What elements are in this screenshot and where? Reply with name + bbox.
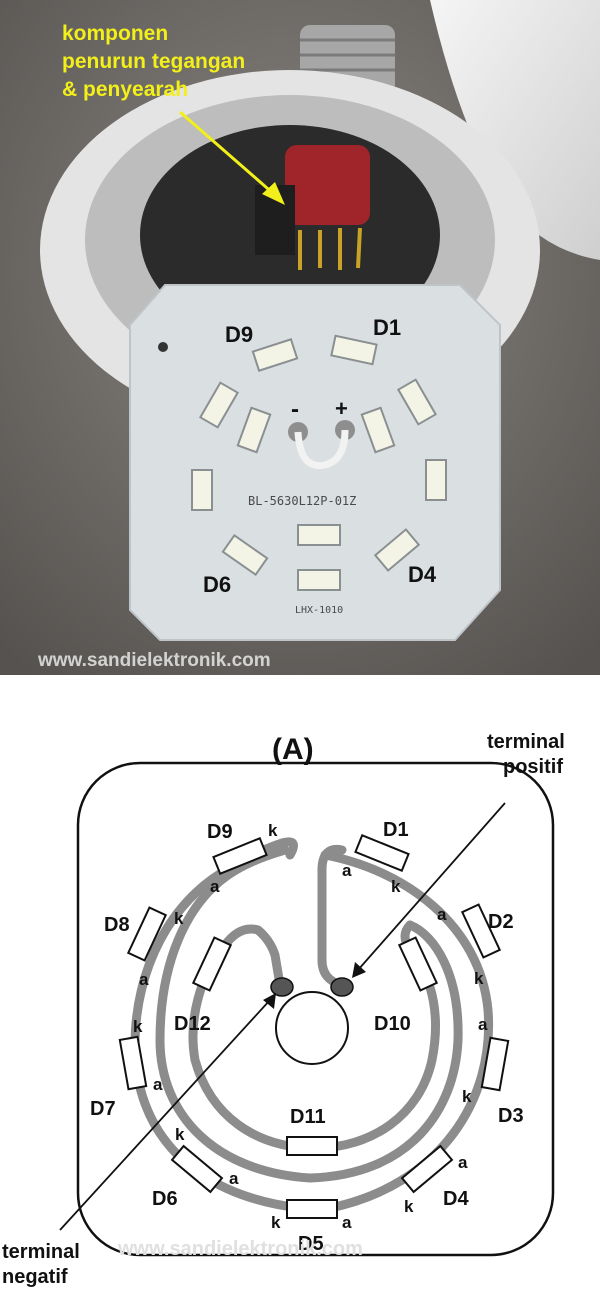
terminal-positive-line-2: positif (503, 756, 563, 778)
photo-label-d1: D1 (373, 315, 401, 340)
label-d7: D7 (90, 1098, 116, 1120)
led-bulb-photo: D9 D1 D6 D4 - + BL-5630L12P-01Z LHX-1010… (0, 0, 600, 675)
d9-anode: a (210, 877, 220, 896)
d6-anode: a (229, 1169, 239, 1188)
d4-cathode: k (404, 1197, 414, 1216)
label-d4: D4 (443, 1188, 469, 1210)
d1-anode: a (342, 861, 352, 880)
smd-leds (191, 334, 447, 591)
bulb-dome (430, 0, 600, 260)
d4-anode: a (458, 1153, 468, 1172)
d6-cathode: k (175, 1125, 185, 1144)
label-d2: D2 (488, 911, 514, 933)
label-d11: D11 (290, 1106, 326, 1128)
d9-cathode: k (268, 821, 278, 840)
negative-pointer-line (59, 999, 271, 1231)
label-d5: D5 (298, 1233, 324, 1255)
annotation-line-1: komponen (62, 22, 168, 45)
label-d12: D12 (174, 1013, 211, 1035)
photo-minus-sign: - (291, 396, 299, 423)
led-bodies (118, 833, 510, 1219)
terminal-negative-line-1: terminal (2, 1241, 80, 1263)
terminal-pad-positive (330, 977, 354, 997)
driver-capacitor (285, 145, 370, 225)
terminal-positive-line-1: terminal (487, 731, 565, 753)
d7-anode: a (153, 1075, 163, 1094)
label-d8: D8 (104, 914, 130, 936)
d3-anode: a (478, 1015, 488, 1034)
board-code-2: LHX-1010 (295, 605, 343, 616)
positive-pointer-line (357, 802, 506, 971)
annotation-line-3: & penyearah (62, 78, 188, 101)
d3-cathode: k (462, 1087, 472, 1106)
annotation-arrow (179, 110, 276, 197)
d2-anode: a (437, 905, 447, 924)
label-d10: D10 (374, 1013, 411, 1035)
photo-watermark: www.sandielektronik.com (37, 650, 271, 671)
diagram-watermark: www.sandielektronik.com (117, 1238, 363, 1260)
board-code: BL-5630L12P-01Z (248, 494, 356, 508)
label-d3: D3 (498, 1105, 524, 1127)
d8-anode: a (139, 970, 149, 989)
led-wiring-diagram: (A) terminal positif terminal negatif D1… (0, 690, 600, 1295)
label-d1: D1 (383, 819, 409, 841)
photo-label-d4: D4 (408, 562, 437, 587)
d7-cathode: k (133, 1017, 143, 1036)
d2-cathode: k (474, 969, 484, 988)
annotation-line-2: penurun tegangan (62, 50, 245, 73)
board-outline (76, 761, 555, 1257)
center-hole (275, 991, 349, 1065)
photo-plus-sign: + (335, 396, 348, 421)
terminal-pad-negative (270, 977, 294, 997)
photo-label-d9: D9 (225, 322, 253, 347)
terminal-negative-line-2: negatif (2, 1266, 68, 1288)
led-designators: D1 D2 D3 D4 D5 D6 D7 D8 D9 D10 D11 D12 (90, 819, 524, 1255)
label-d9: D9 (207, 821, 233, 843)
photo-label-d6: D6 (203, 572, 231, 597)
d8-cathode: k (174, 909, 184, 928)
label-d6: D6 (152, 1188, 178, 1210)
d1-cathode: k (391, 877, 401, 896)
d5-cathode: k (271, 1213, 281, 1232)
d5-anode: a (342, 1213, 352, 1232)
diagram-title: (A) (272, 733, 314, 766)
polarity-marks: a k a k a k a k a k a k a k a k a k (133, 821, 488, 1232)
